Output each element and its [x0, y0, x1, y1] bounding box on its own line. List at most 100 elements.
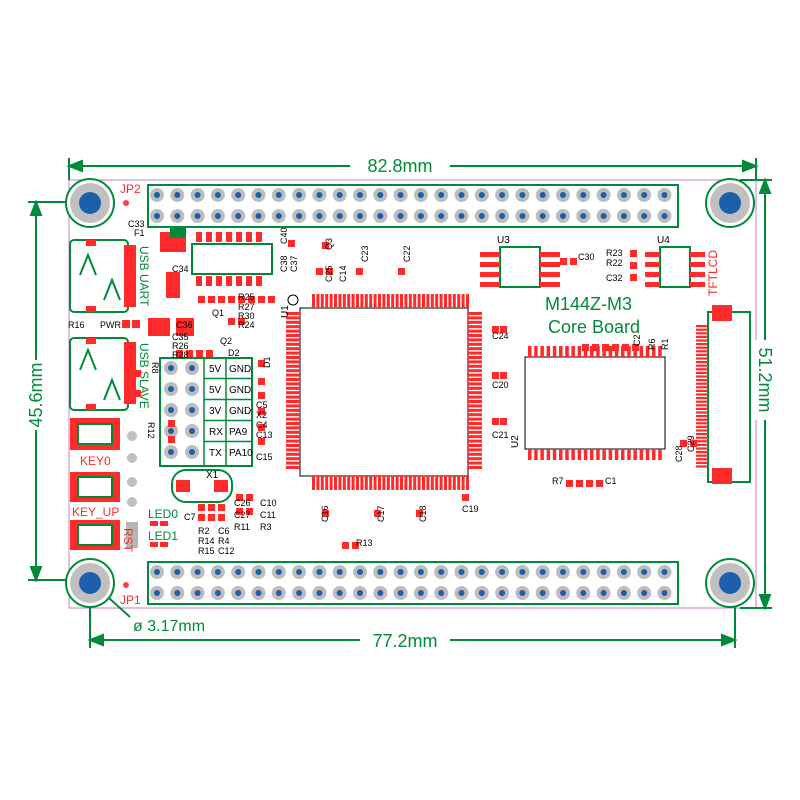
header-jp1-outline — [147, 561, 679, 605]
designator-r8: R8 — [150, 362, 160, 374]
button-key0 — [70, 418, 137, 463]
label-u1: U1 — [280, 305, 291, 318]
designator-r25: R25 — [238, 292, 255, 302]
passive-pads — [134, 240, 697, 549]
designator-c25: C25 — [324, 265, 334, 282]
power-header-outline — [159, 357, 253, 467]
designator-r15: R15 — [198, 546, 215, 556]
designator-r13: R13 — [356, 538, 373, 548]
tftlcd-pins — [696, 325, 708, 468]
designator-d1: D1 — [262, 356, 272, 368]
designator-r16: R16 — [68, 320, 85, 330]
chip-u3 — [499, 246, 541, 288]
button-rst — [70, 520, 138, 550]
designator-c20: C20 — [492, 380, 509, 390]
label-usb-uart: USB UART — [137, 246, 151, 307]
chip-u1 — [299, 307, 469, 477]
label-u2: U2 — [510, 435, 521, 448]
designator-c29: C29 — [686, 435, 696, 452]
board-subtitle: Core Board — [548, 317, 640, 337]
designator-c2: C2 — [632, 334, 642, 346]
designator-c17: C17 — [376, 505, 386, 522]
designator-c1: C1 — [605, 476, 617, 486]
designator-r1: R1 — [660, 338, 670, 350]
board-name: M144Z-M3 — [545, 294, 632, 314]
designator-r12: R12 — [146, 422, 156, 439]
power-label-right: GND — [229, 385, 251, 396]
power-label-left: 5V — [209, 385, 222, 396]
designator-r3: R3 — [260, 522, 272, 532]
designator-c21: C21 — [492, 430, 509, 440]
power-label-right: GND — [229, 364, 251, 375]
designator-c7: C7 — [184, 512, 196, 522]
designator-d2: D2 — [228, 348, 240, 358]
label-rst: RST — [121, 528, 135, 553]
designator-r6: R6 — [647, 338, 657, 350]
power-label-right: GND — [229, 406, 251, 417]
power-label-left: 5V — [209, 364, 222, 375]
designator-c10: C10 — [260, 498, 277, 508]
designator-q3: Q3 — [324, 238, 334, 250]
label-key0: KEY0 — [80, 454, 111, 468]
designator-c35: C35 — [172, 332, 189, 342]
designator-c11: C11 — [260, 510, 276, 520]
designator-r26: R26 — [172, 341, 189, 351]
designator-c19: C19 — [462, 504, 479, 514]
power-label-left: TX — [209, 448, 222, 459]
designator-r22: R22 — [606, 258, 623, 268]
designator-c6: C6 — [218, 526, 230, 536]
designator-c28: C28 — [674, 445, 684, 462]
designator-c26: C26 — [234, 498, 251, 508]
designator-c12: C12 — [218, 546, 235, 556]
chip-u4 — [659, 246, 691, 288]
crystal-x1 — [171, 469, 233, 503]
power-label-left: RX — [209, 427, 223, 438]
dim-height-right: 51.2mm — [755, 347, 775, 412]
designator-q1: Q1 — [212, 308, 224, 318]
designator-c38: C38 — [279, 255, 289, 272]
designator-c24: C24 — [492, 331, 509, 341]
label-u3: U3 — [497, 235, 510, 246]
header-jp1-pins — [150, 565, 672, 600]
label-u4: U4 — [657, 235, 670, 246]
designator-c37: C37 — [289, 255, 299, 272]
label-pwr: PWR — [100, 320, 121, 330]
designator-c32: C32 — [606, 273, 623, 283]
label-jp1: JP1 — [120, 593, 141, 607]
designator-x2: X2 — [256, 410, 267, 420]
label-tftlcd: TFTLCD — [706, 250, 720, 296]
dim-hole-diameter: ø 3.17mm — [133, 618, 205, 635]
designator-r14: R14 — [198, 536, 215, 546]
designator-c15: C15 — [256, 452, 273, 462]
dim-width-top: 82.8mm — [367, 156, 432, 176]
power-label-right: PA10 — [229, 448, 253, 459]
designator-r23: R23 — [606, 248, 623, 258]
label-x1: X1 — [206, 470, 219, 481]
designator-r28: R28 — [172, 350, 189, 360]
designator-r7: R7 — [552, 476, 564, 486]
header-jp2-outline — [147, 184, 679, 228]
button-key-up — [70, 472, 137, 507]
designator-c30: C30 — [578, 252, 595, 262]
designator-c36: C36 — [176, 320, 193, 330]
designator-c40: C40 — [279, 227, 289, 244]
designator-q2: Q2 — [220, 336, 232, 346]
designator-r30: R30 — [238, 311, 255, 321]
label-key-up: KEY_UP — [72, 505, 119, 519]
label-led1: LED1 — [148, 529, 178, 543]
designator-r24: R24 — [238, 320, 255, 330]
designator-r2: R2 — [198, 526, 210, 536]
designator-c13: C13 — [256, 430, 273, 440]
designator-c22: C22 — [402, 245, 412, 262]
dim-width-bottom: 77.2mm — [372, 631, 437, 651]
designator-r27: R27 — [238, 302, 255, 312]
mounting-hole-top-left — [65, 178, 115, 228]
designator-c23: C23 — [360, 245, 370, 262]
label-led0: LED0 — [148, 507, 178, 521]
designator-f1: F1 — [134, 228, 145, 238]
designator-c18: C18 — [418, 505, 428, 522]
power-label-left: 3V — [209, 406, 222, 417]
label-jp2: JP2 — [120, 182, 141, 196]
